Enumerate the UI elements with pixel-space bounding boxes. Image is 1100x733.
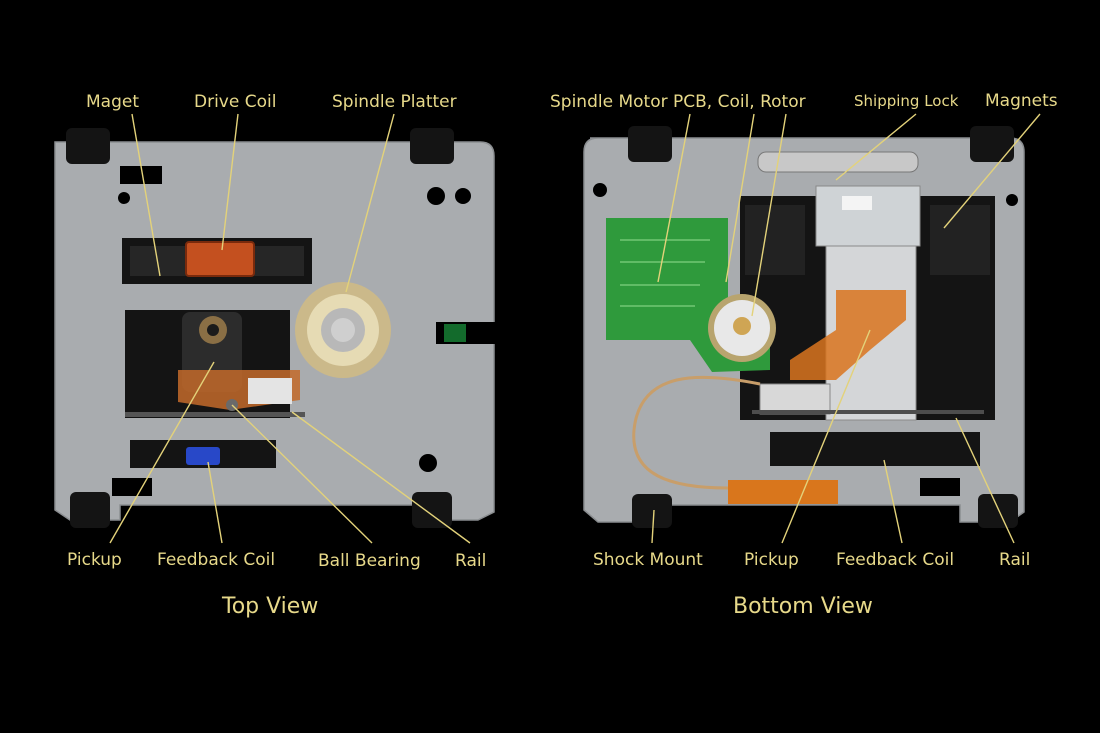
leader-drive-coil bbox=[221, 113, 239, 251]
bottom-shock-mount-br bbox=[978, 494, 1018, 528]
leader-feedback-coil-bottom bbox=[883, 459, 903, 544]
leader-lines bbox=[109, 113, 1041, 544]
top-shock-mount-bl bbox=[70, 492, 110, 528]
bottom-magnet-left bbox=[745, 205, 805, 275]
top-shock-mount-tr bbox=[410, 128, 454, 164]
label-ball-bearing: Ball Bearing bbox=[318, 551, 421, 571]
label-rail-top: Rail bbox=[455, 551, 486, 571]
leader-spindle-motor-a bbox=[657, 113, 691, 283]
leader-rail-top bbox=[291, 411, 471, 544]
top-shock-mount-br bbox=[412, 492, 452, 528]
label-magnets: Magnets bbox=[985, 91, 1058, 111]
top-rail-bar bbox=[125, 412, 305, 417]
label-feedback-coil-top: Feedback Coil bbox=[157, 550, 275, 570]
leader-pickup-bottom bbox=[781, 329, 871, 544]
bottom-ribbon-loop bbox=[632, 375, 761, 490]
leader-shock-mount bbox=[651, 509, 655, 544]
leader-spindle-platter bbox=[345, 113, 395, 293]
label-shock-mount: Shock Mount bbox=[593, 550, 703, 570]
bottom-view-mechanism bbox=[583, 126, 1025, 528]
label-rail-bottom: Rail bbox=[999, 550, 1030, 570]
label-drive-coil: Drive Coil bbox=[194, 92, 276, 112]
bottom-shock-mount-tl bbox=[628, 126, 672, 162]
label-shipping-lock: Shipping Lock bbox=[854, 92, 959, 110]
caption-top-view: Top View bbox=[221, 594, 318, 619]
leader-feedback-coil-top bbox=[207, 461, 223, 544]
bottom-magnet-right bbox=[930, 205, 990, 275]
top-view-mechanism bbox=[54, 128, 496, 528]
leader-magnets bbox=[943, 113, 1041, 229]
bottom-rail-bar bbox=[752, 410, 984, 414]
top-pickup-bracket bbox=[248, 378, 292, 404]
leader-ball-bearing bbox=[231, 404, 373, 544]
caption-bottom-view: Bottom View bbox=[733, 594, 873, 619]
top-feedback-coil-part bbox=[186, 447, 220, 465]
label-pickup-top: Pickup bbox=[67, 550, 122, 570]
bottom-shock-mount-tr bbox=[970, 126, 1014, 162]
top-view-labels: Maget Drive Coil Spindle Platter Pickup … bbox=[67, 92, 486, 619]
label-pickup-bottom: Pickup bbox=[744, 550, 799, 570]
drive-coil-winding bbox=[186, 242, 254, 276]
top-shock-mount-tl bbox=[66, 128, 110, 164]
label-spindle-motor: Spindle Motor PCB, Coil, Rotor bbox=[550, 92, 806, 112]
leader-pickup-top bbox=[109, 361, 215, 544]
leader-shipping-lock bbox=[835, 113, 917, 181]
label-spindle-platter: Spindle Platter bbox=[332, 92, 457, 112]
bottom-lock-bracket bbox=[815, 185, 921, 247]
bottom-pickup-bracket bbox=[759, 383, 831, 415]
bottom-flex-connector bbox=[728, 480, 838, 504]
bottom-view-labels: Spindle Motor PCB, Coil, Rotor Shipping … bbox=[550, 91, 1058, 619]
leader-spindle-motor-c bbox=[751, 113, 787, 317]
label-maget: Maget bbox=[86, 92, 139, 112]
label-feedback-coil-bottom: Feedback Coil bbox=[836, 550, 954, 570]
leader-maget bbox=[131, 113, 161, 277]
bottom-flex-cable bbox=[790, 290, 906, 380]
bottom-feedback-slot bbox=[770, 432, 980, 466]
leader-rail-bottom bbox=[955, 417, 1015, 544]
leader-spindle-motor-b bbox=[725, 113, 755, 283]
shipping-lock-rod bbox=[757, 151, 919, 173]
bottom-shock-mount-bl bbox=[632, 494, 672, 528]
